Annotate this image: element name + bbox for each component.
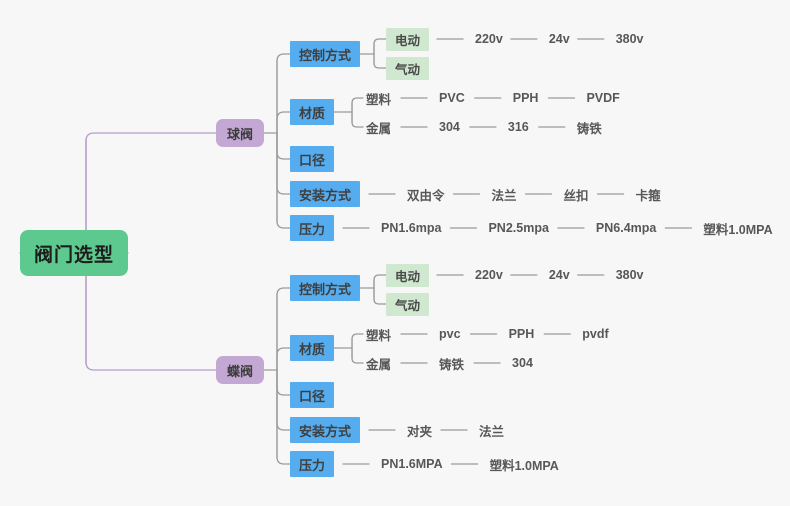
leaf-value-0-0-0-2[interactable]: 380v bbox=[615, 32, 644, 46]
leaf-value-0-1-0-0[interactable]: PVC bbox=[439, 91, 465, 105]
category-node-0-4[interactable]: 压力 bbox=[290, 215, 335, 241]
branch-node-0[interactable]: 球阀 bbox=[216, 119, 265, 147]
leaf-value-0-3-1[interactable]: 法兰 bbox=[491, 188, 517, 203]
leaf-value-1-1-0-2[interactable]: pvdf bbox=[582, 327, 609, 341]
leaf-value-0-4-1[interactable]: PN2.5mpa bbox=[488, 221, 549, 235]
mode-node-1-0-1[interactable]: 气动 bbox=[386, 292, 430, 316]
category-node-1-2[interactable]: 口径 bbox=[290, 382, 335, 408]
leaf-value-1-1-0-0[interactable]: pvc bbox=[439, 327, 461, 341]
category-node-0-3[interactable]: 安装方式 bbox=[290, 181, 361, 207]
leaf-value-0-1-0-2[interactable]: PVDF bbox=[586, 91, 620, 105]
leaf-value-1-3-0[interactable]: 对夹 bbox=[407, 424, 433, 439]
leaf-value-0-1-1-2[interactable]: 铸铁 bbox=[576, 121, 602, 136]
leaf-value-1-4-1[interactable]: 塑料1.0MPA bbox=[489, 458, 559, 473]
leaf-value-1-1-1-1[interactable]: 304 bbox=[512, 356, 533, 370]
mode-node-0-0-1[interactable]: 气动 bbox=[386, 56, 430, 80]
root-node[interactable]: 阀门选型 bbox=[20, 230, 129, 276]
leaf-value-0-1-0-1[interactable]: PPH bbox=[512, 91, 539, 105]
leaf-value-0-3-3[interactable]: 卡箍 bbox=[635, 188, 661, 203]
branch-node-1[interactable]: 蝶阀 bbox=[216, 356, 265, 384]
leaf-value-1-3-1[interactable]: 法兰 bbox=[479, 424, 505, 439]
leaf-value-1-0-0-1[interactable]: 24v bbox=[548, 268, 570, 282]
group-label-0-1-0[interactable]: 塑料 bbox=[366, 92, 392, 107]
leaf-value-1-0-0-2[interactable]: 380v bbox=[615, 268, 644, 282]
group-label-1-1-1[interactable]: 金属 bbox=[366, 357, 392, 372]
leaf-value-1-4-0[interactable]: PN1.6MPA bbox=[381, 457, 443, 471]
category-node-1-3[interactable]: 安装方式 bbox=[290, 417, 361, 443]
category-node-0-1[interactable]: 材质 bbox=[290, 99, 335, 125]
leaf-value-0-3-2[interactable]: 丝扣 bbox=[563, 188, 589, 203]
category-node-0-2[interactable]: 口径 bbox=[290, 146, 335, 172]
category-node-1-1[interactable]: 材质 bbox=[290, 335, 335, 361]
leaf-value-0-0-0-1[interactable]: 24v bbox=[548, 32, 570, 46]
leaf-value-0-3-0[interactable]: 双由令 bbox=[407, 188, 445, 203]
category-node-1-4[interactable]: 压力 bbox=[290, 451, 335, 477]
leaf-value-1-0-0-0[interactable]: 220v bbox=[475, 268, 503, 282]
mode-node-0-0-0[interactable]: 电动 bbox=[386, 27, 430, 51]
leaf-value-0-4-3[interactable]: 塑料1.0MPA bbox=[703, 222, 773, 237]
group-label-1-1-0[interactable]: 塑料 bbox=[366, 328, 392, 343]
category-node-1-0[interactable]: 控制方式 bbox=[290, 275, 361, 301]
leaf-value-1-1-0-1[interactable]: PPH bbox=[508, 327, 535, 341]
leaf-value-0-4-2[interactable]: PN6.4mpa bbox=[595, 221, 657, 235]
group-label-0-1-1[interactable]: 金属 bbox=[366, 121, 392, 136]
category-node-0-0[interactable]: 控制方式 bbox=[290, 41, 361, 67]
leaf-value-0-4-0[interactable]: PN1.6mpa bbox=[381, 221, 442, 235]
leaf-value-1-1-1-0[interactable]: 铸铁 bbox=[439, 357, 465, 372]
leaf-value-0-1-1-1[interactable]: 316 bbox=[507, 120, 529, 134]
leaf-value-0-0-0-0[interactable]: 220v bbox=[475, 32, 503, 46]
leaf-value-0-1-1-0[interactable]: 304 bbox=[439, 120, 460, 134]
mode-node-1-0-0[interactable]: 电动 bbox=[386, 263, 430, 287]
